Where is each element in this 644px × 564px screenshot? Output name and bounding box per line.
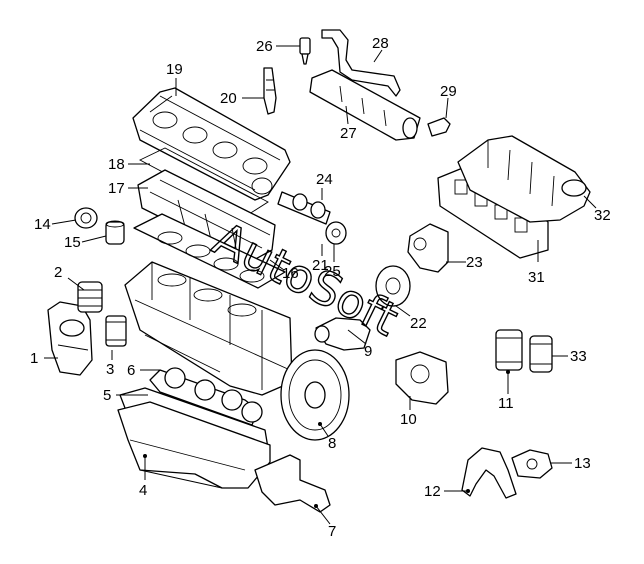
part-flywheel (280, 349, 350, 441)
part-coolant-hose (461, 447, 517, 499)
callout-33: 33 (552, 348, 587, 365)
callout-number: 21 (312, 257, 329, 274)
callout-number: 25 (324, 263, 341, 280)
part-fuel-filter (495, 329, 523, 371)
part-egr-valve (511, 449, 553, 479)
callout-7: 7 (314, 504, 336, 540)
callout-9: 9 (347, 329, 372, 360)
callout-number: 32 (594, 207, 611, 224)
part-oil-pickup-bracket (254, 454, 331, 513)
callout-number: 23 (466, 254, 483, 271)
part-fuel-pipe (321, 29, 401, 97)
callout-24: 24 (316, 171, 333, 200)
callout-19: 19 (166, 61, 183, 96)
callout-number: 31 (528, 269, 545, 286)
callout-4: 4 (139, 454, 147, 499)
callout-number: 20 (220, 90, 237, 107)
callout-27: 27 (340, 105, 357, 142)
callout-number: 5 (103, 387, 111, 404)
callout-14: 14 (34, 216, 77, 233)
callout-12: 12 (424, 483, 470, 500)
part-water-outlet (314, 317, 371, 351)
part-filter-insert (529, 335, 553, 373)
callout-number: 12 (424, 483, 441, 500)
callout-11: 11 (498, 370, 514, 412)
callout-number: 18 (108, 156, 125, 173)
callout-15: 15 (64, 234, 107, 251)
callout-25: 25 (324, 244, 341, 280)
callout-number: 8 (328, 435, 336, 452)
part-cam-seal (105, 220, 125, 245)
part-oil-filter-housing (47, 301, 93, 376)
callout-20: 20 (220, 90, 264, 107)
callout-number: 28 (372, 35, 389, 52)
part-oil-filter-cap (77, 281, 103, 313)
callout-31: 31 (528, 240, 545, 286)
callout-number: 24 (316, 171, 333, 188)
callout-2: 2 (54, 264, 85, 291)
callout-number: 10 (400, 411, 417, 428)
callout-number: 6 (127, 362, 135, 379)
callout-number: 16 (282, 265, 299, 282)
part-engine-block (124, 261, 293, 396)
callout-16: 16 (269, 259, 299, 282)
part-oil-filter-element (105, 315, 127, 347)
callout-number: 13 (574, 455, 591, 472)
callout-21: 21 (312, 244, 329, 274)
part-timing-gear (325, 221, 347, 245)
callout-13: 13 (550, 455, 591, 472)
callout-28: 28 (372, 35, 389, 63)
callout-23: 23 (446, 254, 483, 271)
part-injector (263, 67, 277, 115)
callout-1: 1 (30, 350, 58, 367)
callout-17: 17 (108, 180, 148, 197)
callout-number: 22 (410, 315, 427, 332)
callout-number: 9 (364, 343, 372, 360)
callout-6: 6 (127, 362, 160, 379)
callout-number: 4 (139, 482, 147, 499)
callout-29: 29 (440, 83, 457, 119)
part-pressure-sensor (299, 37, 311, 65)
part-camshaft (277, 191, 331, 225)
part-intake-manifold (457, 135, 591, 223)
part-coolant-housing (395, 351, 449, 405)
callout-32: 32 (583, 195, 611, 224)
part-temp-sender (427, 117, 451, 137)
callout-number: 27 (340, 125, 357, 142)
callout-number: 1 (30, 350, 38, 367)
callout-3: 3 (106, 350, 114, 378)
callout-number: 2 (54, 264, 62, 281)
callout-22: 22 (395, 305, 427, 332)
callout-number: 19 (166, 61, 183, 78)
part-cam-pulley (74, 207, 98, 229)
callout-number: 7 (328, 523, 336, 540)
part-head-gasket (133, 213, 286, 289)
callout-number: 3 (106, 361, 114, 378)
callout-number: 15 (64, 234, 81, 251)
callout-10: 10 (400, 396, 417, 428)
callout-number: 11 (498, 395, 514, 412)
callout-number: 14 (34, 216, 51, 233)
callout-8: 8 (318, 422, 336, 452)
callout-number: 26 (256, 38, 273, 55)
callout-number: 29 (440, 83, 457, 100)
part-water-pump (375, 265, 411, 307)
part-oil-pan (117, 401, 271, 489)
callout-number: 33 (570, 348, 587, 365)
callout-26: 26 (256, 38, 300, 55)
part-valve-cover (132, 87, 291, 201)
part-thermostat-housing (407, 223, 449, 273)
callout-number: 17 (108, 180, 125, 197)
part-fuel-rail (309, 69, 421, 141)
callout-18: 18 (108, 156, 150, 173)
callout-5: 5 (103, 387, 148, 404)
